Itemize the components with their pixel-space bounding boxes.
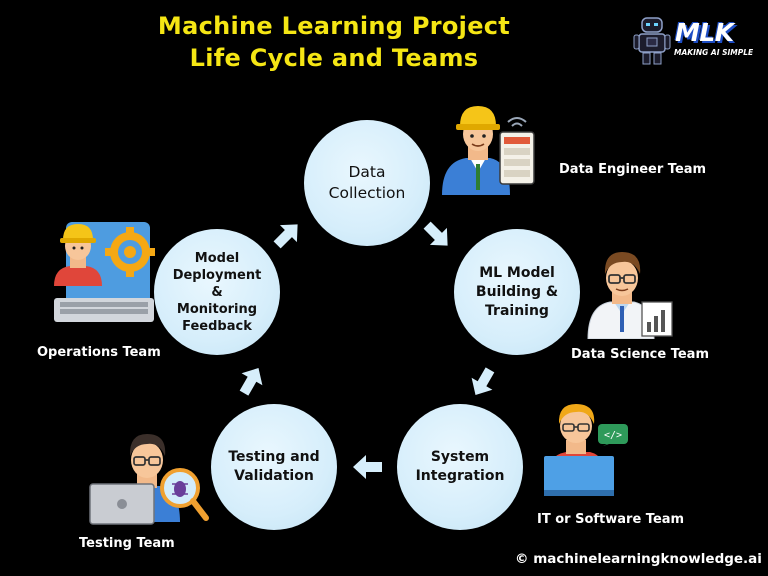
credit-text: © machinelearningknowledge.ai xyxy=(515,551,762,567)
mlk-logo: MLK MAKING AI SIMPLE xyxy=(628,12,758,67)
stage-data-collection: Data Collection xyxy=(304,120,430,246)
team-label-data-science: Data Science Team xyxy=(571,347,709,362)
stage-label: Model Deployment & Monitoring Feedback xyxy=(172,250,262,334)
stage-deployment-monitoring: Model Deployment & Monitoring Feedback xyxy=(154,229,280,355)
stage-system-integration: System Integration xyxy=(397,404,523,530)
arrow-testing-to-deployment xyxy=(239,368,263,396)
team-label-testing: Testing Team xyxy=(79,536,175,551)
stage-model-building: ML Model Building & Training xyxy=(454,229,580,355)
arrow-building-to-integration xyxy=(471,367,495,395)
logo-tagline: MAKING AI SIMPLE xyxy=(674,48,754,57)
stage-label: Testing and Validation xyxy=(228,449,320,484)
operations-icon xyxy=(54,222,155,322)
arrow-collection-to-building xyxy=(423,221,448,246)
svg-text:</>: </> xyxy=(604,430,622,441)
tester-icon xyxy=(89,434,209,525)
team-label-operations: Operations Team xyxy=(37,345,161,360)
team-label-data-engineer: Data Engineer Team xyxy=(559,162,707,177)
arrow-integration-to-testing xyxy=(353,455,382,479)
data-scientist-icon xyxy=(587,252,673,339)
title-line-1: Machine Learning Project xyxy=(157,12,511,40)
software-developer-icon: </> xyxy=(544,404,628,496)
stage-label: Data Collection xyxy=(328,163,406,202)
stage-label: System Integration xyxy=(415,449,505,484)
arrow-deployment-to-collection xyxy=(273,224,298,249)
stage-testing-validation: Testing and Validation xyxy=(211,404,337,530)
stage-label: ML Model Building & Training xyxy=(475,264,559,319)
data-engineer-icon xyxy=(442,106,535,195)
team-label-it-software: IT or Software Team xyxy=(537,512,685,527)
robot-icon xyxy=(633,17,671,65)
logo-text: MLK xyxy=(675,18,734,47)
title-line-2: Life Cycle and Teams xyxy=(189,44,479,72)
